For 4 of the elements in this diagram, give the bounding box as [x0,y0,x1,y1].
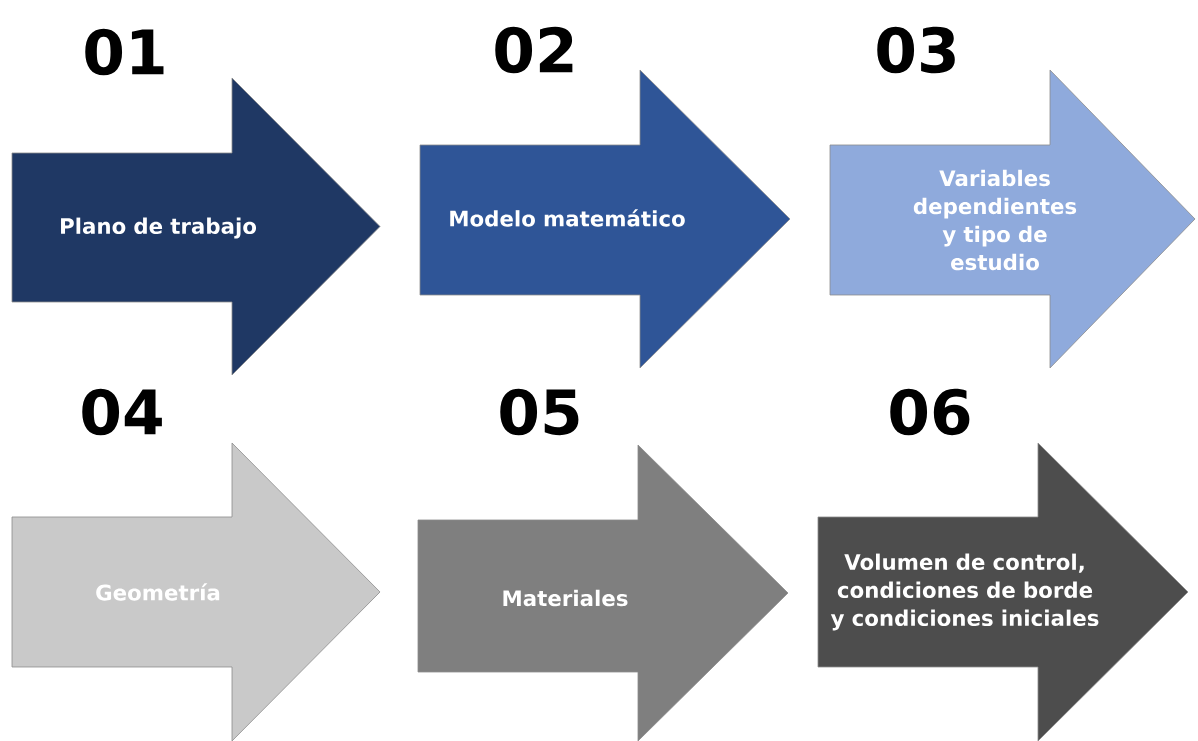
step-number: 05 [500,388,579,436]
step-number: 01 [85,28,164,76]
step-number: 04 [82,388,162,436]
step-number: 06 [890,388,970,436]
